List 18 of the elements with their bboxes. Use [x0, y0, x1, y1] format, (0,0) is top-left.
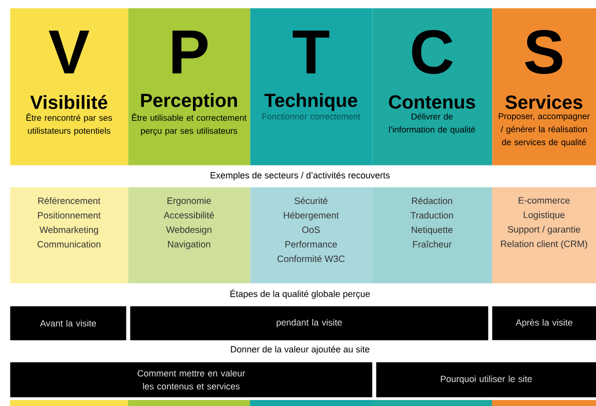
column-header: T Technique Fonctionner correctement	[250, 8, 372, 166]
column-header: P Perception Être utilisable et correctement perçu par ses utilisateurs	[128, 8, 250, 166]
section-heading: Étapes de la qualité globale perçue	[230, 289, 370, 299]
stage-bar: Avant la visite	[10, 306, 126, 340]
sector-box: Sécurité Hébergement OoS Performance Conformité W3C	[250, 187, 372, 284]
sector-box: Rédaction Traduction Netiquette Fraîcheur	[372, 187, 492, 284]
stage-bar: pendant la visite	[130, 306, 488, 340]
column-header: V Visibilité Être rencontré par ses utilistateurs potentiels	[10, 8, 128, 166]
section-heading: Exemples de secteurs / d’activités recouverts	[210, 172, 390, 180]
column-header: C Contenus Délivrer de l’information de qualité	[372, 8, 492, 166]
section-heading: Donner de la valeur ajoutée au site	[230, 346, 370, 354]
sector-box: Référencement Positionnement Webmarketing Communication	[10, 187, 128, 284]
stage-bar: Après la visite	[492, 306, 596, 340]
stage-bar: Pourquoi utiliser le site	[376, 362, 596, 398]
sector-box: Ergonomie Accessibilité Webdesign Navigation	[128, 187, 250, 284]
stage-bar: Comment mettre en valeur les contenus et services	[10, 362, 372, 398]
sector-box: E-commerce Logistique Support / garantie Relation client (CRM)	[492, 187, 596, 284]
column-header: S Services Proposer, accompagner / générer la réalisation de services de qualité	[492, 8, 596, 166]
